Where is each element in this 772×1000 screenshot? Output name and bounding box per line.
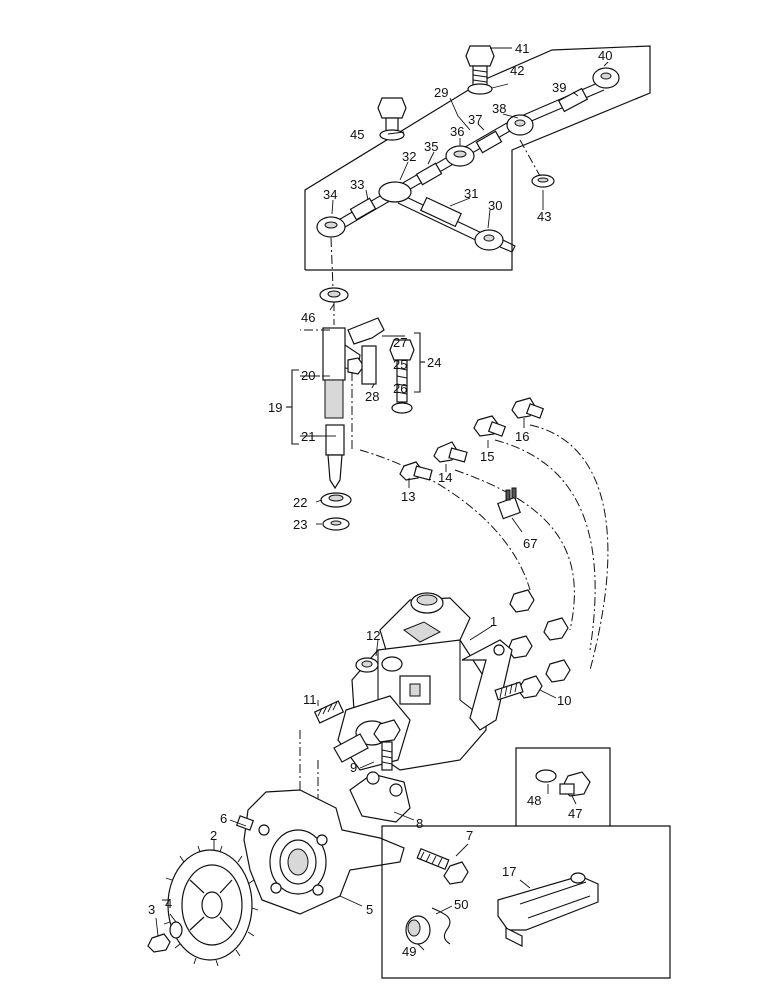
callout-40: 40 [598,48,612,63]
callout-6: 6 [220,811,227,826]
callout-45: 45 [350,127,364,142]
nut-3 [147,933,171,953]
pump-union-nut-b [543,617,569,641]
hose-31 [420,196,462,228]
leak-off-pipe-assembly [304,45,651,325]
callout-3: 3 [148,902,155,917]
union-nut-13 [399,461,433,481]
clip-17 [497,875,599,931]
high-pressure-pipes [300,329,609,683]
callout-9: 9 [350,760,357,775]
callout-8: 8 [416,816,423,831]
callout-16: 16 [515,429,529,444]
pump-union-nut-c [507,635,533,659]
callout-19: 19 [268,400,282,415]
banjo-bolt-45 [377,97,407,119]
callout-46: 46 [301,310,315,325]
washer-26 [391,402,413,414]
hose-35 [415,162,443,186]
pump-union-nut-a [509,589,535,613]
callout-39: 39 [552,80,566,95]
banjo-bolt-41 [465,45,495,67]
washer-4 [169,921,183,939]
injector-body-20 [322,327,346,381]
callout-27: 27 [393,335,407,350]
washer-42 [467,83,493,95]
callout-10: 10 [557,693,571,708]
stud-6 [235,815,255,831]
union-nut-14 [433,441,468,463]
callout-5: 5 [366,902,373,917]
drive-gear-2 [162,845,259,967]
callout-1: 1 [490,614,497,629]
mounting-bracket-assembly [147,730,469,967]
callout-17: 17 [502,864,516,879]
callout-13: 13 [401,489,415,504]
union-nut-16 [511,397,545,419]
support-bracket-1 [461,639,513,731]
hose-39 [557,87,589,113]
leader-lines [155,47,609,951]
clamp-27 [347,317,385,345]
callout-29: 29 [434,85,448,100]
tee-fitting-32 [378,181,412,203]
callout-12: 12 [366,628,380,643]
bolt-7 [443,861,469,885]
callout-28: 28 [365,389,379,404]
callout-21: 21 [301,429,315,444]
callout-30: 30 [488,198,502,213]
leak-off-nipple [347,357,365,375]
callout-50: 50 [454,897,468,912]
union-nut-15 [473,415,507,437]
bolt-9 [373,719,401,743]
callout-67: 67 [523,536,537,551]
spacer-28 [361,345,377,385]
bolt-25 [389,339,415,361]
spring-clip-50 [431,907,451,945]
kit-panels [381,747,671,979]
hose-33 [349,197,377,221]
callout-36: 36 [450,124,464,139]
callout-32: 32 [402,149,416,164]
callout-43: 43 [537,209,551,224]
callout-35: 35 [424,139,438,154]
callout-2: 2 [210,828,217,843]
callout-49: 49 [402,944,416,959]
callout-14: 14 [438,470,452,485]
delivery-valve-67 [497,487,521,520]
callout-22: 22 [293,495,307,510]
callout-20: 20 [301,368,315,383]
callout-11: 11 [303,692,317,707]
callout-25: 25 [393,357,407,372]
callout-47: 47 [568,806,582,821]
callout-24: 24 [427,355,441,370]
washer-48 [535,769,557,783]
pump-union-nut-d [545,659,571,683]
callout-15: 15 [480,449,494,464]
callout-34: 34 [323,187,337,202]
nozzle-21 [325,424,345,456]
hose-37 [475,130,503,154]
callout-23: 23 [293,517,307,532]
callout-41: 41 [515,41,529,56]
callout-7: 7 [466,828,473,843]
injection-pump [313,592,543,771]
callout-26: 26 [393,381,407,396]
callout-37: 37 [468,112,482,127]
callout-38: 38 [492,101,506,116]
callout-33: 33 [350,177,364,192]
callout-numbers: 41 42 40 39 29 38 37 45 36 35 32 33 34 3… [148,41,612,959]
callout-31: 31 [464,186,478,201]
drive-shaft [333,733,369,763]
callout-48: 48 [527,793,541,808]
callout-4: 4 [165,896,172,911]
stud-11 [313,700,345,724]
injector-assembly [286,317,425,531]
callout-42: 42 [510,63,524,78]
